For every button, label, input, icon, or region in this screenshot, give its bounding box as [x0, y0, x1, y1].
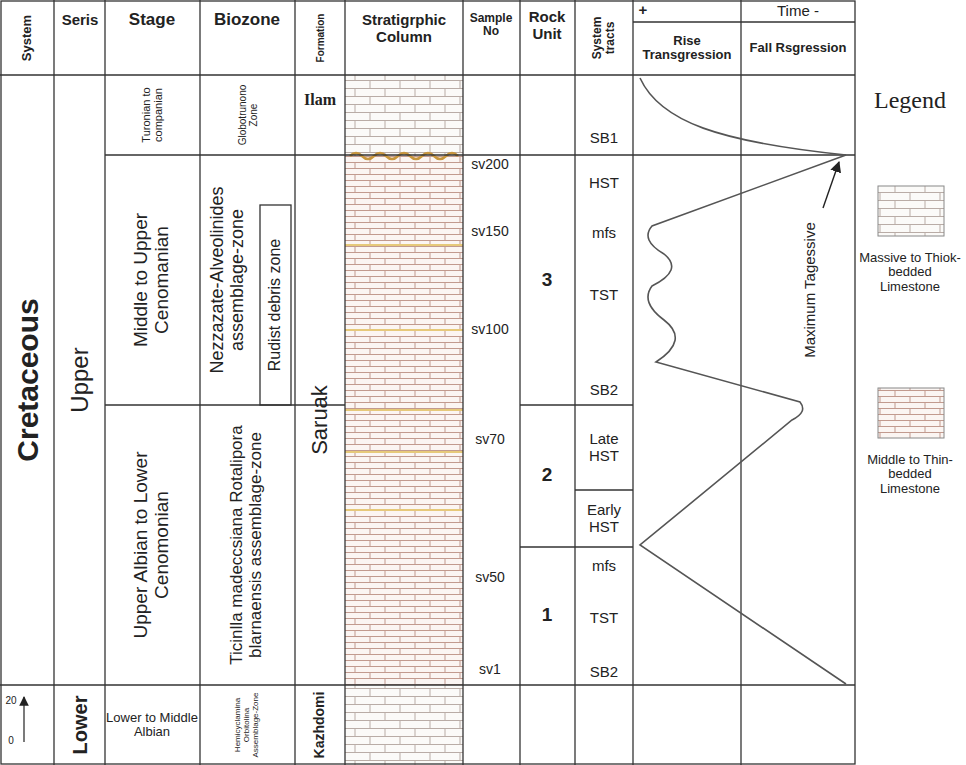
- header-cell: Formation: [315, 3, 326, 73]
- stage-name: Middle to Upper Cenomanian: [131, 160, 173, 400]
- sample-number: sv1: [463, 662, 517, 677]
- header-cell: Stage: [107, 11, 197, 30]
- rock-unit: 3: [527, 270, 567, 291]
- header-cell: System: [20, 3, 34, 73]
- header-cell: System tracts: [591, 3, 617, 73]
- biozone-name: Hemicyclamina Orbitolina Assemblage-Zone: [234, 686, 260, 764]
- sample-number: sv200: [463, 157, 517, 172]
- system-name: Cretaceous: [11, 230, 44, 530]
- marker-beds: [345, 245, 463, 510]
- rock-unit: 1: [527, 605, 567, 626]
- formation-name: Ilam: [296, 91, 344, 109]
- system-tract: HST: [577, 175, 631, 192]
- header-cell: Rock Unit: [521, 9, 573, 42]
- system-tract: mfs: [577, 558, 631, 575]
- system-tract: Early HST: [577, 502, 631, 535]
- limestone-fill: [345, 685, 463, 765]
- system-tract: TST: [577, 610, 631, 627]
- header-cell: +: [633, 2, 653, 19]
- system-tract: mfs: [577, 225, 631, 242]
- biozone-name: Ticinlla madeccsiana Rotalipora blarnaen…: [228, 408, 265, 683]
- grid-lines: [0, 0, 855, 765]
- header-cell: Stratigrphic Column: [348, 12, 460, 45]
- header-cell: Fall Rsgression: [744, 41, 852, 55]
- stage-name: Turonian to companian: [140, 76, 164, 154]
- series-name: Upper: [67, 280, 93, 480]
- curve-annotation: Maximum Tagessive: [802, 210, 819, 370]
- sea-level-curve: [640, 78, 846, 684]
- sample-number: sv150: [463, 224, 517, 239]
- stage-name: Upper Albian to Lower Cenomonian: [131, 410, 173, 680]
- header-cell: Seris: [55, 12, 105, 29]
- rock-unit: 2: [527, 465, 567, 486]
- legend-text: Middle to Thin-bedded Limestone: [857, 453, 963, 496]
- system-tract: SB1: [577, 130, 631, 147]
- scale-number: 0: [1, 735, 21, 746]
- pointer-arrow: [823, 162, 839, 208]
- header-cell: Time -: [748, 3, 848, 20]
- legend-swatch: [878, 186, 944, 236]
- legend-text: Massive to Thiok-bedded Limestone: [857, 251, 963, 294]
- system-tract: TST: [577, 287, 631, 304]
- header-cell: Biozone: [201, 11, 293, 30]
- scale-bar: [23, 697, 24, 742]
- system-tract: Late HST: [577, 431, 631, 464]
- system-tract: SB2: [577, 664, 631, 681]
- legend-title: Legend: [860, 87, 960, 113]
- formation-name: Kazhdomi: [312, 686, 327, 764]
- formation-name: Saruak: [308, 320, 332, 520]
- biozone-name: Nezzazate-Alveolinides assemblage-zone: [208, 160, 248, 400]
- stage-name: Lower to Middle Albian: [106, 711, 198, 740]
- series-name: Lower: [69, 687, 91, 763]
- unconformity: [350, 153, 458, 159]
- sample-number: sv50: [463, 570, 517, 585]
- system-tract: SB2: [577, 382, 631, 399]
- biozone-name: Rudist debris zone: [266, 210, 284, 400]
- sample-number: sv100: [463, 322, 517, 337]
- header-cell: Sample No: [464, 12, 518, 38]
- limestone-fill: [345, 75, 463, 155]
- biozone-name: Globotrunono Zone: [237, 76, 259, 154]
- limestone-fill: [345, 155, 463, 685]
- header-cell: Rise Transgression: [635, 34, 739, 63]
- legend-swatch: [878, 388, 944, 438]
- scale-number: 20: [1, 695, 21, 706]
- sample-number: sv70: [463, 432, 517, 447]
